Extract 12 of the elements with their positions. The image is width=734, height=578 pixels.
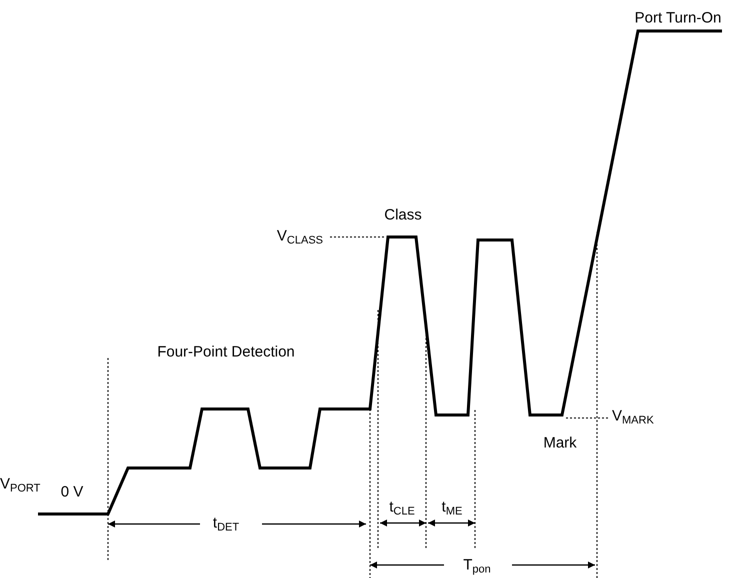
annotation-label: Four-Point Detection	[157, 344, 295, 360]
annotation-label: 0 V	[60, 484, 84, 500]
annotation-label: t$_{CLE}$	[389, 500, 415, 514]
annotation-label: t$_{DET}$	[212, 516, 240, 530]
annotation-label: V$_{CLASS}$	[276, 228, 323, 244]
annotation-label: Class	[384, 208, 422, 222]
annotation-label: t$_{ME}$	[442, 500, 462, 514]
annotation-label: V$_{PORT}$	[0, 476, 40, 492]
annotation-label: T$_{pon}$	[463, 558, 491, 572]
annotation-label: V$_{MARK}$	[612, 408, 654, 424]
annotation-label: Mark	[543, 436, 577, 450]
annotation-label: Port Turn-On	[634, 10, 722, 26]
